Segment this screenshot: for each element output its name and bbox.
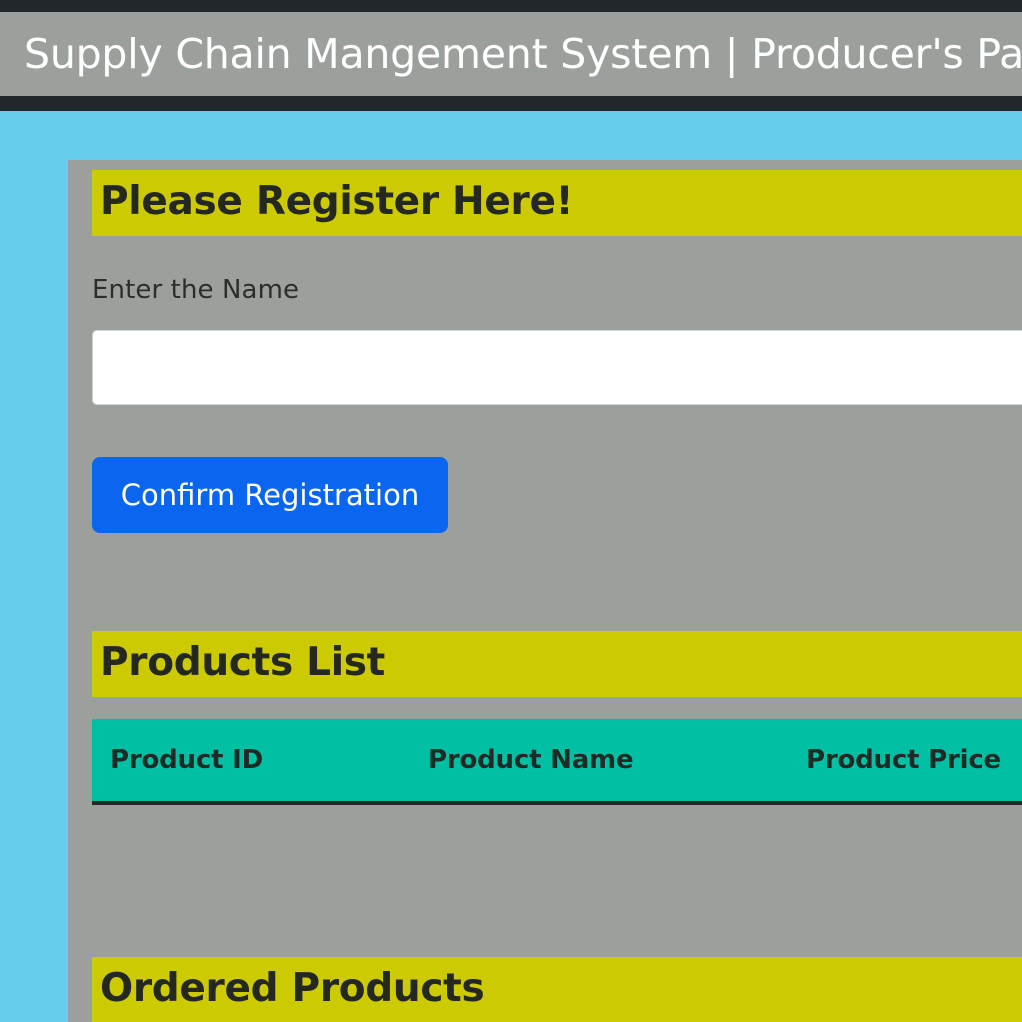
table-header-row: Product ID Product Name Product Price — [92, 719, 1022, 805]
app-navbar: Supply Chain Mangement System | Producer… — [0, 12, 1022, 96]
page-title: Supply Chain Mangement System | Producer… — [24, 29, 1022, 78]
confirm-registration-button[interactable]: Confirm Registration — [92, 457, 448, 533]
products-list-table-wrap: Product ID Product Name Product Price — [92, 719, 1022, 805]
register-banner: Please Register Here! — [92, 170, 1022, 236]
content-inner: Please Register Here! Enter the Name Con… — [92, 170, 1022, 1022]
content-panel: Please Register Here! Enter the Name Con… — [68, 160, 1022, 1022]
products-list-table-head: Product ID Product Name Product Price — [92, 719, 1022, 805]
column-header-product-name[interactable]: Product Name — [410, 719, 788, 805]
name-field-label: Enter the Name — [92, 275, 300, 305]
navbar-bottom-strip — [0, 96, 1022, 111]
column-header-product-id[interactable]: Product ID — [92, 719, 410, 805]
products-list-table: Product ID Product Name Product Price — [92, 719, 1022, 805]
top-dark-strip — [0, 0, 1022, 12]
section-spacer-1 — [92, 533, 1022, 631]
ordered-products-banner: Ordered Products — [92, 957, 1022, 1022]
name-input[interactable] — [92, 330, 1022, 405]
products-list-banner: Products List — [92, 631, 1022, 697]
column-header-product-price[interactable]: Product Price — [788, 719, 1022, 805]
section-spacer-2 — [92, 805, 1022, 957]
